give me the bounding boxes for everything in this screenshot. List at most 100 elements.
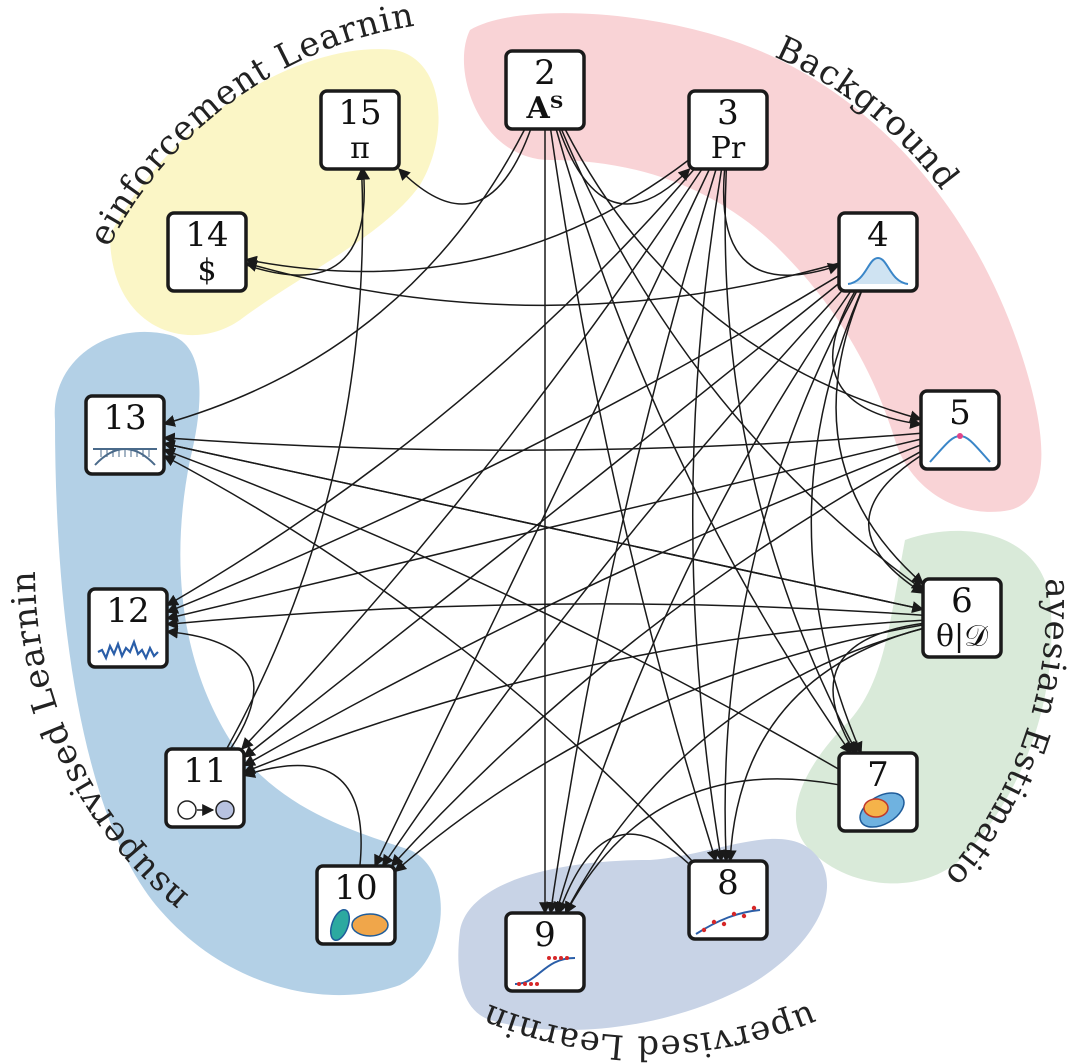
edge-4-to-6 xyxy=(835,290,924,585)
posterior-symbol: θ|𝒟 xyxy=(936,619,988,654)
edge-2-to-5 xyxy=(564,128,923,423)
edge-4-to-7 xyxy=(810,290,863,755)
edge-4-to-9 xyxy=(553,290,852,915)
edge-6-to-11 xyxy=(242,619,924,774)
edge-3-to-4 xyxy=(722,168,841,276)
node-number: 8 xyxy=(717,863,739,903)
chapter-node-15: 15π xyxy=(319,89,401,171)
regression-fit-icon xyxy=(701,927,707,933)
edge-6-to-8 xyxy=(724,627,924,863)
chapter-node-8: 8 xyxy=(687,859,769,941)
node-number: 14 xyxy=(185,215,228,255)
edge-4-to-12 xyxy=(165,274,840,614)
gaussian-clusters-icon xyxy=(351,913,389,937)
transpose-symbol: Aᵀ xyxy=(526,91,564,126)
edge-8-to-9 xyxy=(556,833,690,915)
time-series-icon xyxy=(97,638,159,661)
region-blob-unsupervised-learning xyxy=(54,331,441,996)
chapter-node-3: 3Pr xyxy=(687,89,769,171)
region-blob-background xyxy=(463,13,1042,512)
probability-symbol: Pr xyxy=(711,131,746,166)
edge-7-to-9 xyxy=(565,778,840,915)
chapter-node-7: 7 xyxy=(837,751,919,833)
edge-10-to-11 xyxy=(242,764,362,867)
sigmoid-classifier-icon xyxy=(547,956,551,960)
edge-5-to-13 xyxy=(162,432,922,452)
node-number: 13 xyxy=(103,398,146,438)
node-box xyxy=(84,394,166,476)
region-blobs xyxy=(54,13,1052,1030)
chapter-node-6: 6θ|𝒟 xyxy=(921,577,1003,659)
edge-6-to-10 xyxy=(394,624,924,873)
node-number: 10 xyxy=(334,868,377,908)
node-number: 15 xyxy=(338,93,381,133)
edge-4-to-11 xyxy=(243,282,840,758)
state-transition-icon xyxy=(215,800,235,820)
edge-4-to-8 xyxy=(719,290,858,863)
peak-curve-icon xyxy=(957,433,963,439)
edge-4-to-10 xyxy=(381,290,843,867)
node-box xyxy=(166,211,248,293)
node-box xyxy=(921,577,1003,659)
node-box xyxy=(319,89,401,171)
gaussian-curve-icon xyxy=(847,256,909,285)
edge-2-to-8 xyxy=(549,128,719,863)
node-number: 11 xyxy=(183,751,226,791)
edge-4-to-14 xyxy=(244,260,840,307)
edge-11-to-15 xyxy=(225,167,369,750)
edge-3-to-12 xyxy=(165,168,695,607)
state-transition-icon xyxy=(177,800,197,820)
edge-5-to-12 xyxy=(165,438,922,622)
edge-2-to-7 xyxy=(555,128,852,754)
edge-5-to-10 xyxy=(390,450,922,867)
chapter-node-12: 12 xyxy=(87,587,169,669)
node-box xyxy=(504,911,586,993)
edge-3-to-8 xyxy=(692,168,726,863)
policy-symbol: π xyxy=(350,131,370,166)
sigmoid-classifier-icon xyxy=(523,982,527,986)
chapter-node-14: 14$ xyxy=(166,211,248,293)
node-box xyxy=(687,859,769,941)
sigmoid-classifier-icon xyxy=(535,982,539,986)
node-number: 7 xyxy=(867,755,889,795)
node-number: 5 xyxy=(949,393,971,433)
dollar-symbol: $ xyxy=(197,253,216,288)
dependency-edges xyxy=(162,128,925,915)
node-box xyxy=(504,49,586,131)
node-number: 4 xyxy=(867,215,889,255)
edge-6-to-7 xyxy=(832,622,924,755)
edge-13-to-6 xyxy=(163,442,925,613)
node-number: 6 xyxy=(951,581,973,621)
sigmoid-classifier-icon xyxy=(565,956,569,960)
edge-5-to-6 xyxy=(868,454,925,594)
node-number: 3 xyxy=(717,93,739,133)
chapter-node-11: 11 xyxy=(164,747,246,829)
node-number: 9 xyxy=(534,915,556,955)
node-number: 12 xyxy=(106,591,149,631)
regression-fit-icon xyxy=(741,913,747,919)
edge-3-to-14 xyxy=(244,159,690,273)
chapter-node-2: 2Aᵀ xyxy=(504,49,586,131)
chapter-node-9: 9 xyxy=(504,911,586,993)
node-box xyxy=(687,89,769,171)
edge-7-to-13 xyxy=(162,447,840,771)
edge-11-to-12 xyxy=(165,626,255,750)
sigmoid-classifier-icon xyxy=(553,956,557,960)
regression-fit-icon xyxy=(711,919,717,925)
sigmoid-classifier-icon xyxy=(529,982,533,986)
chapter-node-13: 13 xyxy=(84,394,166,476)
contour-blob-icon xyxy=(863,798,889,818)
edge-3-to-9 xyxy=(546,168,717,915)
edge-8-to-13 xyxy=(162,455,693,862)
regression-fit-icon xyxy=(721,921,727,927)
edge-6-to-12 xyxy=(165,603,924,630)
edge-5-to-11 xyxy=(242,444,922,767)
chapter-node-10: 10 xyxy=(315,864,397,946)
regression-fit-icon xyxy=(751,905,757,911)
node-box xyxy=(837,211,919,293)
sigmoid-classifier-icon xyxy=(517,982,521,986)
node-number: 2 xyxy=(534,53,556,93)
